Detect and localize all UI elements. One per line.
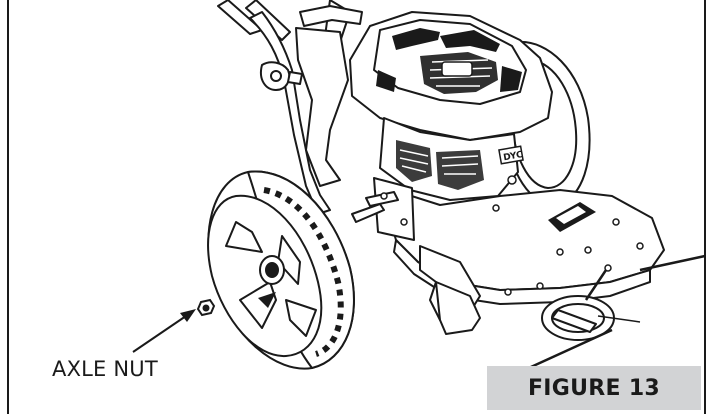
figure-number: FIGURE 13 [527, 375, 661, 401]
svg-text:DYC: DYC [503, 150, 524, 163]
callout-leader-line [132, 315, 187, 353]
axle-nut-part [196, 298, 216, 317]
axle-nut-callout: AXLE NUT [52, 357, 158, 381]
figure-label-box: FIGURE 13 [487, 366, 701, 410]
arrow-head-icon [180, 309, 196, 322]
